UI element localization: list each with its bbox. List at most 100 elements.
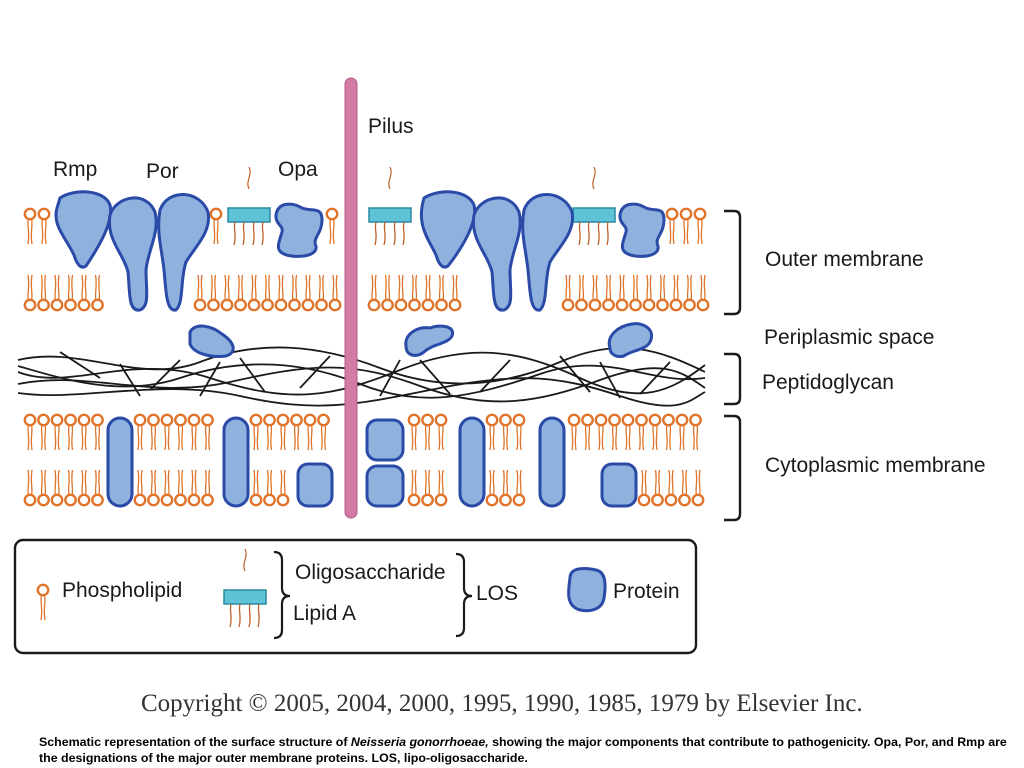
phospholipid xyxy=(50,468,64,507)
phospholipid xyxy=(77,273,91,312)
phospholipid xyxy=(147,413,160,452)
phospholipid xyxy=(133,413,147,452)
caption-species: Neisseria gonorrhoeae, xyxy=(350,735,489,749)
phospholipid xyxy=(512,468,526,507)
phospholipid xyxy=(23,207,37,246)
phospholipid xyxy=(249,468,263,507)
phospholipid xyxy=(421,413,434,452)
phospholipid xyxy=(187,413,201,452)
phospholipid xyxy=(679,207,693,246)
phospholipid xyxy=(77,413,91,452)
phospholipid xyxy=(220,273,234,312)
phospholipid xyxy=(263,413,276,452)
cytoplasmic-membrane-bracket xyxy=(724,414,742,522)
phospholipid xyxy=(263,468,276,507)
cytoplasmic-protein xyxy=(365,464,405,508)
phospholipid xyxy=(434,468,448,507)
phospholipid xyxy=(64,468,77,507)
pilus-label: Pilus xyxy=(368,115,414,138)
phospholipid xyxy=(648,413,662,452)
los-inner-brace xyxy=(273,550,291,640)
phospholipid xyxy=(394,273,408,312)
phospholipid xyxy=(207,273,220,312)
pilus xyxy=(344,77,358,519)
phospholipid xyxy=(23,468,37,507)
phospholipid xyxy=(485,468,499,507)
phospholipid xyxy=(635,413,648,452)
phospholipid xyxy=(91,273,104,312)
legend-protein-label: Protein xyxy=(613,580,680,603)
opa-label: Opa xyxy=(278,158,318,181)
phospholipid xyxy=(234,273,247,312)
phospholipid xyxy=(64,413,77,452)
phospholipid xyxy=(201,413,214,452)
phospholipid xyxy=(209,207,223,246)
phospholipid xyxy=(602,273,615,312)
phospholipid xyxy=(594,413,608,452)
peptidoglycan-layer xyxy=(17,346,706,407)
legend-lipid-a-label: Lipid A xyxy=(293,602,357,625)
phospholipid xyxy=(675,413,689,452)
phospholipid xyxy=(37,413,50,452)
phospholipid xyxy=(683,273,696,312)
phospholipid xyxy=(50,273,64,312)
phospholipid xyxy=(37,468,50,507)
opa-protein xyxy=(618,202,666,258)
phospholipid xyxy=(276,413,290,452)
phospholipid xyxy=(276,468,290,507)
periplasmic-space-label: Periplasmic space xyxy=(764,326,935,349)
phospholipid xyxy=(160,468,174,507)
cytoplasmic-protein xyxy=(600,462,638,508)
phospholipid xyxy=(315,273,328,312)
phospholipid xyxy=(448,273,462,312)
phospholipid xyxy=(290,413,303,452)
phospholipid xyxy=(693,207,707,246)
phospholipid xyxy=(421,273,435,312)
phospholipid xyxy=(37,207,51,246)
phospholipid xyxy=(50,413,64,452)
phospholipid xyxy=(407,468,421,507)
phospholipid xyxy=(301,273,315,312)
caption-pre: Schematic representation of the surface … xyxy=(39,735,351,749)
copyright-notice: Copyright © 2005, 2004, 2000, 1995, 1990… xyxy=(141,690,863,717)
caption-post: showing the major components that contri… xyxy=(39,735,1007,765)
phospholipid xyxy=(249,413,263,452)
phospholipid xyxy=(381,273,394,312)
legend-phospholipid-label: Phospholipid xyxy=(62,579,183,602)
los-molecule xyxy=(227,166,271,246)
phospholipid xyxy=(512,413,526,452)
cytoplasmic-protein xyxy=(458,416,486,508)
phospholipid xyxy=(665,207,679,246)
phospholipid xyxy=(147,468,160,507)
phospholipid xyxy=(325,207,339,246)
phospholipid xyxy=(174,413,187,452)
phospholipid xyxy=(274,273,288,312)
phospholipid xyxy=(664,468,678,507)
phospholipid xyxy=(629,273,642,312)
phospholipid xyxy=(588,273,602,312)
phospholipid xyxy=(621,413,635,452)
phospholipid xyxy=(608,413,621,452)
cytoplasmic-protein xyxy=(222,416,250,508)
por-protein xyxy=(521,193,575,312)
phospholipid xyxy=(303,413,317,452)
phospholipid xyxy=(367,273,381,312)
phospholipid xyxy=(328,273,342,312)
por-protein xyxy=(471,196,522,312)
rmp-protein xyxy=(54,190,113,269)
periplasmic-protein xyxy=(607,322,653,358)
los-outer-brace xyxy=(455,552,473,638)
phospholipid xyxy=(288,273,301,312)
phospholipid xyxy=(691,468,705,507)
phospholipid xyxy=(261,273,274,312)
phospholipid xyxy=(485,413,499,452)
por-protein xyxy=(107,196,158,312)
opa-protein xyxy=(274,202,324,258)
outer-membrane-label: Outer membrane xyxy=(765,248,924,271)
peptidoglycan-label: Peptidoglycan xyxy=(762,371,894,394)
phospholipid xyxy=(678,468,691,507)
protein-legend-icon xyxy=(567,566,607,613)
phospholipid xyxy=(193,273,207,312)
phospholipid xyxy=(499,413,512,452)
periplasmic-protein xyxy=(188,324,235,358)
